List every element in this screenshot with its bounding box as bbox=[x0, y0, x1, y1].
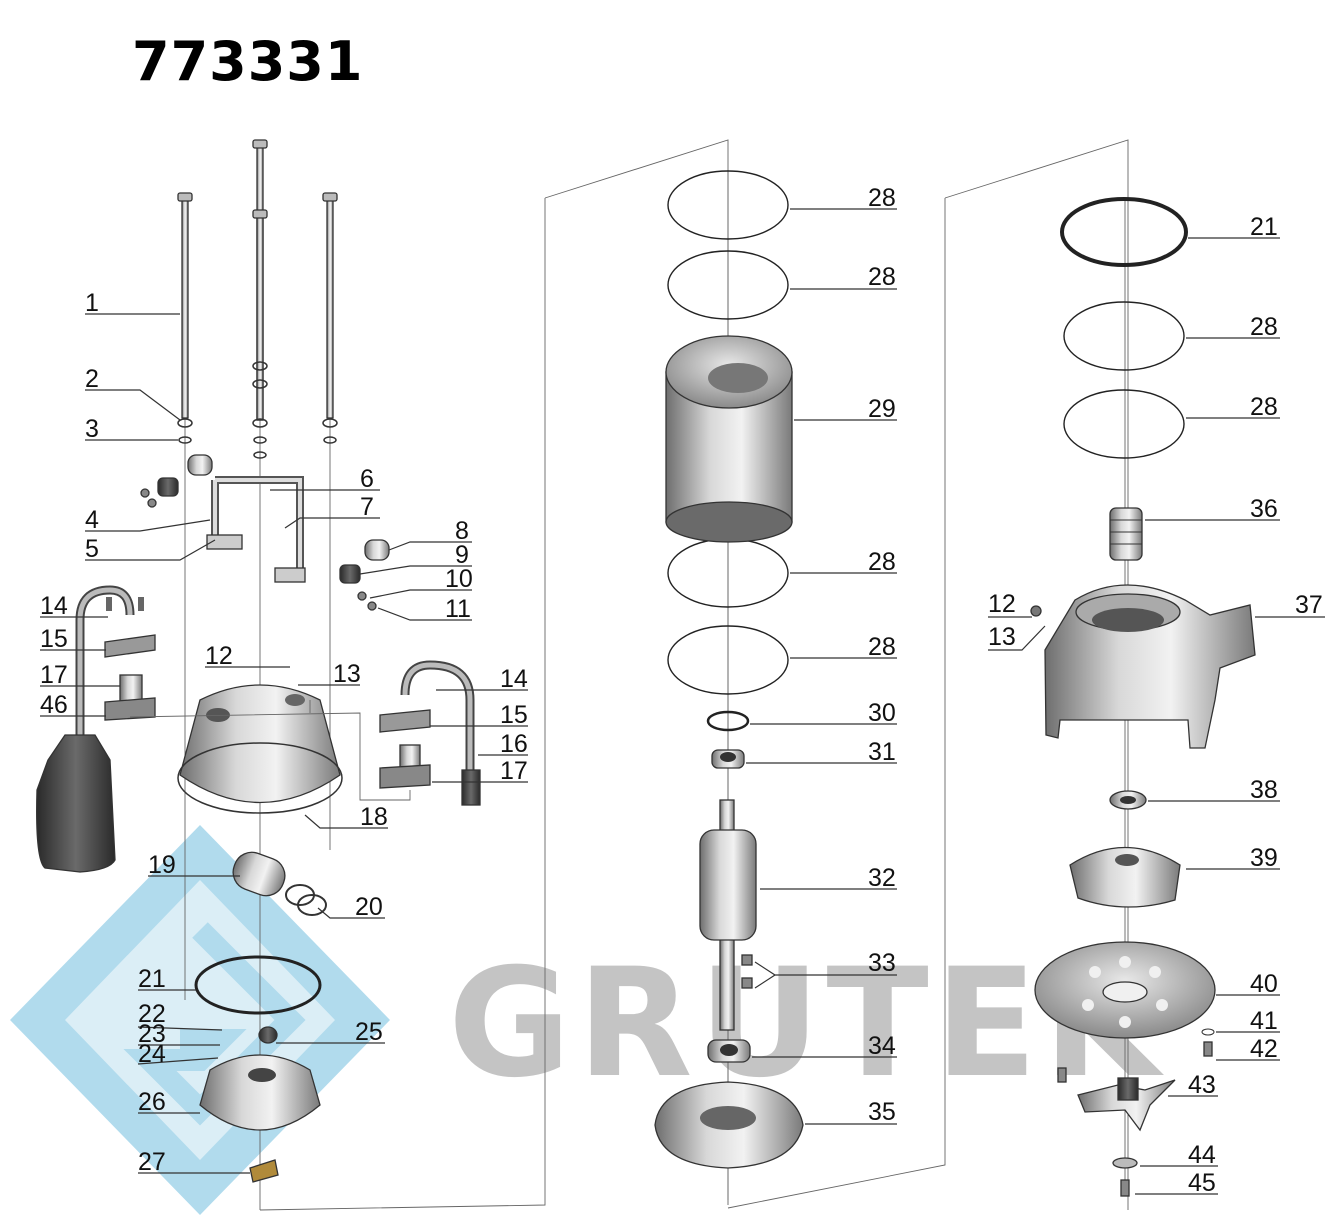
label-part-27: 27 bbox=[138, 1148, 166, 1176]
label-part-34: 34 bbox=[868, 1032, 896, 1060]
label-part-13-right: 13 bbox=[988, 623, 1016, 651]
label-part-36: 36 bbox=[1250, 495, 1278, 523]
label-part-5: 5 bbox=[85, 535, 99, 563]
stator bbox=[665, 335, 793, 543]
mechanical-seal bbox=[1109, 507, 1143, 561]
label-part-3: 3 bbox=[85, 415, 99, 443]
label-part-17-left: 17 bbox=[40, 661, 68, 689]
leader-lines bbox=[40, 208, 1325, 1195]
pump-volute bbox=[1044, 584, 1256, 749]
label-part-28-d: 28 bbox=[868, 633, 896, 661]
label-part-10: 10 bbox=[445, 565, 473, 593]
label-part-20: 20 bbox=[355, 893, 383, 921]
spring-washers bbox=[177, 361, 338, 459]
label-part-15-right: 15 bbox=[500, 701, 528, 729]
label-part-1: 1 bbox=[85, 289, 99, 317]
motor-top-cover bbox=[177, 684, 343, 814]
label-part-13-left: 13 bbox=[333, 660, 361, 688]
label-part-9: 9 bbox=[455, 541, 469, 569]
label-part-31: 31 bbox=[868, 738, 896, 766]
upper-bearing bbox=[711, 749, 745, 769]
lower-bearing bbox=[707, 1039, 751, 1063]
label-part-23: 23 bbox=[138, 1020, 166, 1048]
label-part-21-left: 21 bbox=[138, 965, 166, 993]
label-part-28-a: 28 bbox=[868, 184, 896, 212]
label-part-24: 24 bbox=[138, 1040, 166, 1068]
label-part-14-left: 14 bbox=[40, 592, 68, 620]
bearing-cap bbox=[199, 1026, 321, 1183]
label-part-17-right: 17 bbox=[500, 757, 528, 785]
watermark-logo bbox=[10, 825, 390, 1215]
tie-rod-bolts bbox=[177, 139, 338, 421]
handle-bracket bbox=[206, 476, 306, 583]
label-part-39: 39 bbox=[1250, 844, 1278, 872]
label-part-37: 37 bbox=[1295, 591, 1323, 619]
label-part-2: 2 bbox=[85, 365, 99, 393]
capacitor bbox=[232, 851, 327, 916]
label-part-28-f: 28 bbox=[1250, 393, 1278, 421]
label-part-7: 7 bbox=[360, 493, 374, 521]
label-part-11: 11 bbox=[445, 595, 471, 623]
label-part-22: 22 bbox=[138, 1000, 166, 1028]
right-o-rings bbox=[1060, 197, 1188, 459]
label-part-42: 42 bbox=[1250, 1035, 1278, 1063]
label-part-19: 19 bbox=[148, 851, 176, 879]
label-part-29: 29 bbox=[868, 395, 896, 423]
label-part-33: 33 bbox=[868, 949, 896, 977]
middle-o-rings bbox=[667, 170, 789, 732]
float-switch bbox=[36, 585, 135, 873]
label-part-6: 6 bbox=[360, 465, 374, 493]
label-part-12-right: 12 bbox=[988, 590, 1016, 618]
label-part-41: 41 bbox=[1250, 1007, 1278, 1035]
label-part-40: 40 bbox=[1250, 970, 1278, 998]
label-part-8: 8 bbox=[455, 517, 469, 545]
label-part-16: 16 bbox=[500, 730, 528, 758]
o-ring-lower-left bbox=[194, 955, 322, 1015]
watermark-brand-text: GRUTEK bbox=[448, 937, 1165, 1111]
label-part-28-b: 28 bbox=[868, 263, 896, 291]
cable-gland-left bbox=[104, 597, 156, 721]
seal-ring bbox=[1109, 790, 1147, 810]
label-part-15-left: 15 bbox=[40, 625, 68, 653]
label-part-30: 30 bbox=[868, 699, 896, 727]
wear-plate bbox=[1034, 941, 1216, 1039]
label-part-45: 45 bbox=[1188, 1169, 1216, 1197]
label-part-12-left: 12 bbox=[205, 642, 233, 670]
label-part-28-e: 28 bbox=[1250, 313, 1278, 341]
label-part-21-right: 21 bbox=[1250, 213, 1278, 241]
label-part-4: 4 bbox=[85, 506, 99, 534]
label-part-26: 26 bbox=[138, 1088, 166, 1116]
fasteners-bottom bbox=[1030, 605, 1215, 1197]
label-part-44: 44 bbox=[1188, 1141, 1216, 1169]
cable-gland-right bbox=[379, 660, 481, 806]
label-part-35: 35 bbox=[868, 1098, 896, 1126]
clamp-parts bbox=[140, 454, 390, 611]
label-part-14-right: 14 bbox=[500, 665, 528, 693]
cutter bbox=[1077, 1077, 1176, 1132]
page-title: 773331 bbox=[132, 30, 364, 93]
label-part-25: 25 bbox=[355, 1018, 383, 1046]
label-part-43: 43 bbox=[1188, 1071, 1216, 1099]
label-part-38: 38 bbox=[1250, 776, 1278, 804]
motor-base bbox=[654, 1081, 804, 1169]
rotor-shaft bbox=[699, 799, 757, 1031]
impeller bbox=[1069, 846, 1181, 908]
label-part-32: 32 bbox=[868, 864, 896, 892]
label-part-18: 18 bbox=[360, 803, 388, 831]
part-labels: 1 2 3 4 5 6 7 8 9 10 11 14 15 17 46 12 1… bbox=[40, 184, 1323, 1197]
label-part-46: 46 bbox=[40, 691, 68, 719]
label-part-28-c: 28 bbox=[868, 548, 896, 576]
